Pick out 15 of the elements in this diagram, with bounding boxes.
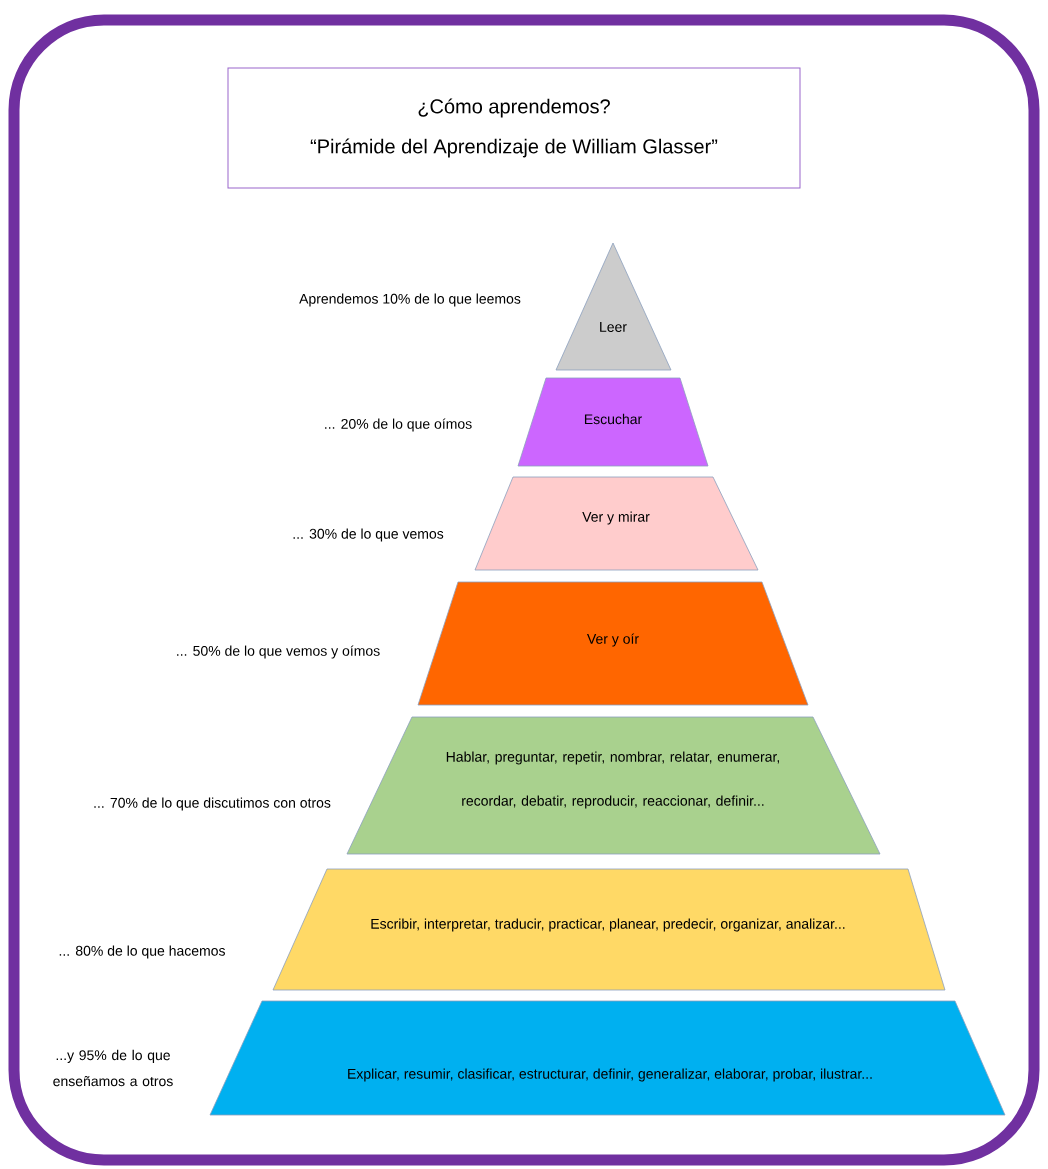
pyramid-level: Explicar, resumir, clasificar, estructurar, definir, generalizar, elaborar, probar, ilustrar... — [209, 1000, 1006, 1116]
side-label: ...y 95% de lo que enseñamos a otros — [53, 1049, 173, 1087]
side-label: ... 30% de lo que vemos — [293, 528, 444, 542]
pyramid-level: Leer — [555, 242, 672, 371]
side-label: ... 70% de lo que discutimos con otros — [94, 797, 331, 811]
side-label: ... 50% de lo que vemos y oímos — [177, 645, 380, 659]
side-label: ... 20% de lo que oímos — [325, 418, 472, 432]
title-box: ¿Cómo aprendemos? “Pirámide del Aprendizaje de William Glasser” — [227, 67, 801, 189]
side-label: ... 80% de lo que hacemos — [59, 945, 225, 959]
pyramid-level: Escribir, interpretar, traducir, practicar, planear, predecir, organizar, analizar... — [272, 868, 946, 991]
pyramid-level: Ver y oír — [417, 581, 809, 706]
pyramid-level: Ver y mirar — [474, 476, 759, 571]
pyramid-level: Hablar, preguntar, repetir, nombrar, relatar, enumerar, recordar, debatir, reproducir, reaccionar, definir... — [346, 716, 881, 855]
pyramid-level: Escuchar — [517, 377, 709, 467]
side-label: Aprendemos 10% de lo que leemos — [299, 293, 521, 307]
